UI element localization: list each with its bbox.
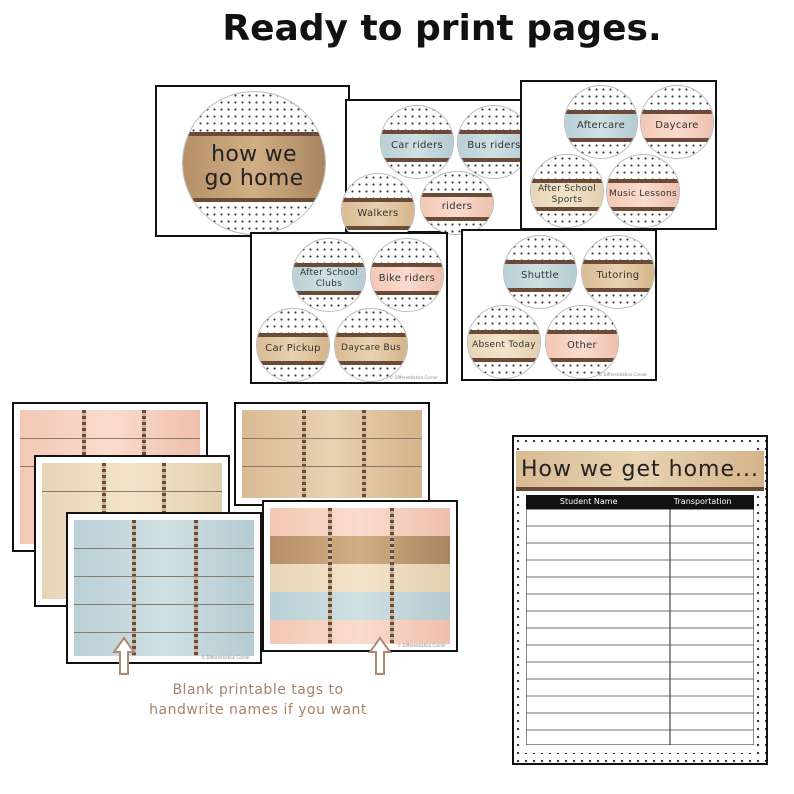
page-headline: Ready to print pages. [222, 8, 662, 49]
label-text: Bike riders [378, 272, 436, 284]
label-circle: Car Pickup [256, 308, 330, 382]
label-text: After School Clubs [300, 267, 358, 289]
cover-band: how we go home [183, 131, 325, 203]
label-text: Car riders [390, 139, 444, 151]
tag-sheet-mixed: © Differentiation Corner [262, 500, 458, 652]
label-circle: Other [545, 305, 619, 379]
label-text: Daycare Bus [340, 343, 401, 354]
labels-card-3: Aftercare Daycare After School Sports Mu… [520, 80, 717, 230]
tag-line [74, 576, 254, 577]
tag-line [242, 466, 422, 467]
label-circle: Tutoring [581, 235, 655, 309]
credit-text: © Differentiation Corner [201, 655, 250, 660]
labels-card-5: Shuttle Tutoring Absent Today Other © Di… [461, 229, 657, 381]
label-text: Bus riders [467, 139, 521, 151]
label-circle: Bus riders [457, 105, 531, 179]
label-circle: Absent Today [467, 305, 541, 379]
label-circle: After School Clubs [292, 238, 366, 312]
label-text: Absent Today [472, 340, 536, 351]
tag-divider [132, 520, 136, 656]
chart-header-row: Student Name Transportation [526, 495, 754, 509]
label-circle: Daycare Bus [334, 308, 408, 382]
label-text: Aftercare [576, 119, 626, 131]
up-arrow-icon [368, 636, 392, 675]
label-text: Tutoring [596, 269, 640, 281]
label-circle: Daycare [640, 85, 714, 159]
cover-card: how we go home [155, 85, 350, 237]
tag-row-wood [270, 536, 450, 564]
tag-line [74, 632, 254, 633]
credit-text: © Differentiation Corner [397, 643, 446, 648]
tag-row-peach [270, 620, 450, 644]
credit-text: © Differentiation Corner [598, 372, 647, 377]
chart-grid [526, 509, 754, 745]
label-circle: Aftercare [564, 85, 638, 159]
label-text: Daycare [655, 119, 699, 131]
tag-line [74, 548, 254, 549]
tag-row-sand [270, 564, 450, 592]
caption-line2: handwrite names if you want [149, 702, 367, 718]
tag-sheet-blue: © Differentiation Corner [66, 512, 262, 664]
cover-line1: how we [211, 141, 297, 167]
tag-row-blue [270, 592, 450, 620]
label-circle: Music Lessons [606, 154, 680, 228]
tag-line [242, 438, 422, 439]
label-circle: riders [420, 171, 494, 235]
tag-line [20, 438, 200, 439]
label-circle: Car riders [380, 105, 454, 179]
tag-grid [74, 520, 254, 656]
label-text: riders [441, 200, 473, 212]
label-text: Walkers [357, 207, 399, 219]
label-circle: Shuttle [503, 235, 577, 309]
cover-circle: how we go home [182, 91, 326, 235]
column-header-student: Student Name [559, 497, 618, 506]
tag-divider [194, 520, 198, 656]
transport-chart: How we get home... Student Name Transpor… [512, 435, 768, 765]
label-text: Car Pickup [265, 342, 321, 354]
label-text: Shuttle [521, 269, 559, 281]
caption-line1: Blank printable tags to [172, 682, 344, 698]
up-arrow-icon [112, 636, 136, 675]
tag-line [42, 491, 222, 492]
caption: Blank printable tags to handwrite names … [108, 680, 408, 720]
tag-row-peach [270, 508, 450, 536]
label-text: Other [567, 339, 597, 351]
tag-grid [242, 410, 422, 498]
tag-divider [302, 410, 306, 498]
tag-divider [328, 508, 332, 644]
chart-title-band: How we get home... [516, 451, 764, 491]
labels-card-2: Car riders Bus riders Walkers riders [341, 99, 533, 247]
label-text: After School Sports [538, 183, 596, 205]
tag-divider [390, 508, 394, 644]
tag-divider [362, 410, 366, 498]
credit-text: © Differentiation Corner [389, 375, 438, 380]
cover-line2: go home [204, 165, 304, 191]
tag-sheet-wood [234, 402, 430, 506]
labels-card-4: After School Clubs Bike riders Car Picku… [250, 232, 448, 384]
chart-title: How we get home... [521, 456, 759, 482]
label-circle: Bike riders [370, 238, 444, 312]
label-circle: After School Sports [530, 154, 604, 228]
label-text: Music Lessons [608, 189, 678, 200]
tag-line [74, 604, 254, 605]
column-header-transport: Transportation [673, 497, 732, 506]
